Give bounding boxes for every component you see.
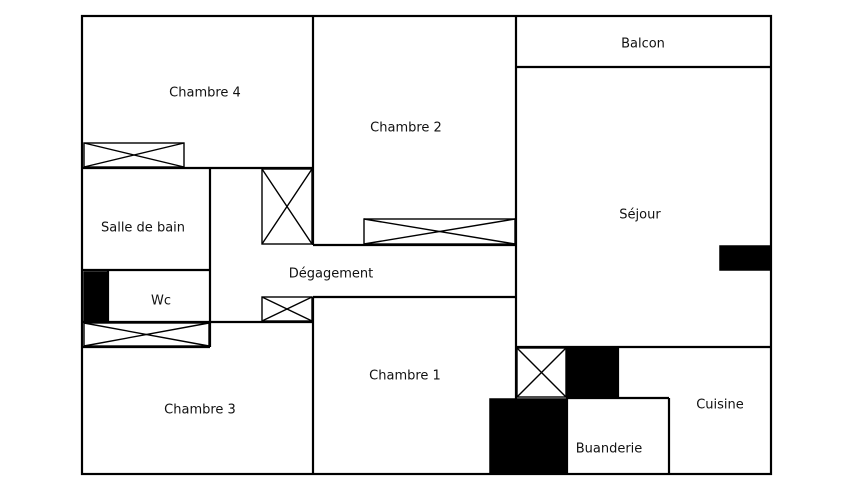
room-label-wc: Wc <box>151 294 171 309</box>
room-label-salle-de-bain: Salle de bain <box>101 221 185 236</box>
fixture-cuisine <box>567 347 618 398</box>
fixture-wc <box>83 271 108 322</box>
room-label-buanderie: Buanderie <box>576 442 643 457</box>
closet-chambre4 <box>83 142 185 168</box>
room-label-chambre1: Chambre 1 <box>369 369 441 384</box>
fixture-sejour <box>719 245 771 271</box>
room-label-chambre4: Chambre 4 <box>169 86 241 101</box>
room-label-degagement: Dégagement <box>289 267 373 282</box>
closet-chambre3 <box>83 322 210 347</box>
closet-corridor-small <box>261 296 313 322</box>
room-label-sejour: Séjour <box>619 208 661 223</box>
room-label-chambre2: Chambre 2 <box>370 121 442 136</box>
outer-wall <box>80 14 773 476</box>
room-label-balcon: Balcon <box>621 37 665 52</box>
closet-chambre2 <box>363 218 516 245</box>
room-label-cuisine: Cuisine <box>696 398 744 413</box>
closet-chambre1 <box>516 347 567 398</box>
room-label-chambre3: Chambre 3 <box>164 403 236 418</box>
closet-corridor-tall <box>261 168 313 245</box>
fixture-buanderie <box>489 398 567 474</box>
